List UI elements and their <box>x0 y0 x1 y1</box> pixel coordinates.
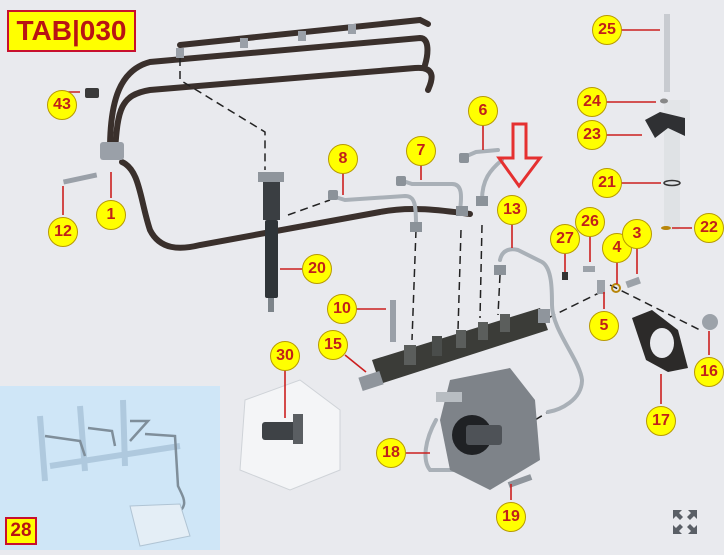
hp-pump-18 <box>436 368 540 490</box>
callout-27[interactable]: 27 <box>550 224 580 254</box>
callout-13[interactable]: 13 <box>497 195 527 225</box>
callout-24[interactable]: 24 <box>577 87 607 117</box>
callout-21[interactable]: 21 <box>592 168 622 198</box>
callout-26[interactable]: 26 <box>575 207 605 237</box>
bolt-10 <box>390 300 396 342</box>
return-hose <box>107 16 473 251</box>
inset-artwork <box>37 399 191 547</box>
injector-ghost <box>645 14 690 230</box>
fitting-5 <box>597 280 605 294</box>
fuel-lines <box>330 148 585 472</box>
bolt-19 <box>507 474 533 488</box>
callout-20[interactable]: 20 <box>302 254 332 284</box>
callout-30[interactable]: 30 <box>270 341 300 371</box>
washer-4 <box>611 283 621 293</box>
callout-12[interactable]: 12 <box>48 217 78 247</box>
callout-19[interactable]: 19 <box>496 502 526 532</box>
nut-16 <box>702 314 718 330</box>
assembly-lines <box>179 58 701 421</box>
callout-43[interactable]: 43 <box>47 90 77 120</box>
table-title: TAB|030 <box>7 10 136 52</box>
expand-arrows-icon[interactable] <box>672 509 698 535</box>
callout-7[interactable]: 7 <box>406 136 436 166</box>
callout-18[interactable]: 18 <box>376 438 406 468</box>
callout-22[interactable]: 22 <box>694 213 724 243</box>
gasket-17 <box>632 310 688 372</box>
clamp-23 <box>645 112 685 138</box>
callout-1[interactable]: 1 <box>96 200 126 230</box>
banjo-bolt-3 <box>625 276 641 289</box>
bolt-12 <box>62 172 98 185</box>
hose-fittings <box>100 24 356 160</box>
callout-15[interactable]: 15 <box>318 330 348 360</box>
callout-3[interactable]: 3 <box>622 219 652 249</box>
line-nuts <box>328 153 506 275</box>
clip-43 <box>85 88 99 98</box>
callout-10[interactable]: 10 <box>327 294 357 324</box>
injector-20 <box>258 172 284 312</box>
part-27 <box>562 272 568 280</box>
callout-25[interactable]: 25 <box>592 15 622 45</box>
callout-6[interactable]: 6 <box>468 96 498 126</box>
callout-16[interactable]: 16 <box>694 357 724 387</box>
down-arrow-outline-icon <box>496 122 543 189</box>
callout-5[interactable]: 5 <box>589 311 619 341</box>
part-26 <box>583 266 595 272</box>
callout-8[interactable]: 8 <box>328 144 358 174</box>
inset-label: 28 <box>5 517 37 545</box>
metering-valve-30 <box>239 379 341 491</box>
common-rail-15 <box>358 308 550 392</box>
callout-23[interactable]: 23 <box>577 120 607 150</box>
callout-17[interactable]: 17 <box>646 406 676 436</box>
